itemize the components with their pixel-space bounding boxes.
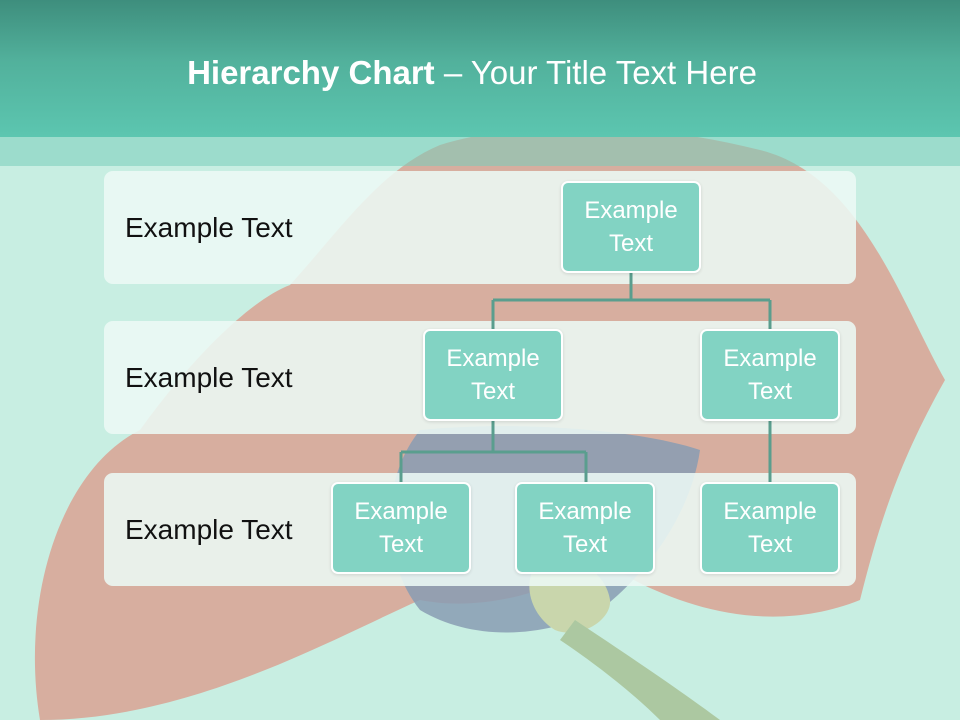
node-text: Example Text (723, 498, 817, 558)
node-level3-c[interactable]: Example Text (700, 482, 840, 574)
node-text: Example Text (538, 498, 632, 558)
header-band (0, 0, 960, 137)
title-bold: Hierarchy Chart (187, 54, 435, 91)
level-label: Example Text (125, 514, 293, 545)
title-rest: – Your Title Text Here (434, 54, 757, 91)
level-label: Example Text (125, 212, 293, 243)
level-band-1: Example Text (104, 171, 856, 284)
node-root[interactable]: Example Text (561, 181, 701, 273)
node-text: Example Text (723, 345, 817, 405)
node-text: Example Text (584, 197, 678, 257)
node-level2-right[interactable]: Example Text (700, 329, 840, 421)
header-strip (0, 137, 960, 166)
node-text: Example Text (354, 498, 448, 558)
node-level3-a[interactable]: Example Text (331, 482, 471, 574)
level-label: Example Text (125, 362, 293, 393)
node-level3-b[interactable]: Example Text (515, 482, 655, 574)
slide-title: Hierarchy Chart – Your Title Text Here (0, 54, 944, 92)
node-text: Example Text (446, 345, 540, 405)
node-level2-left[interactable]: Example Text (423, 329, 563, 421)
